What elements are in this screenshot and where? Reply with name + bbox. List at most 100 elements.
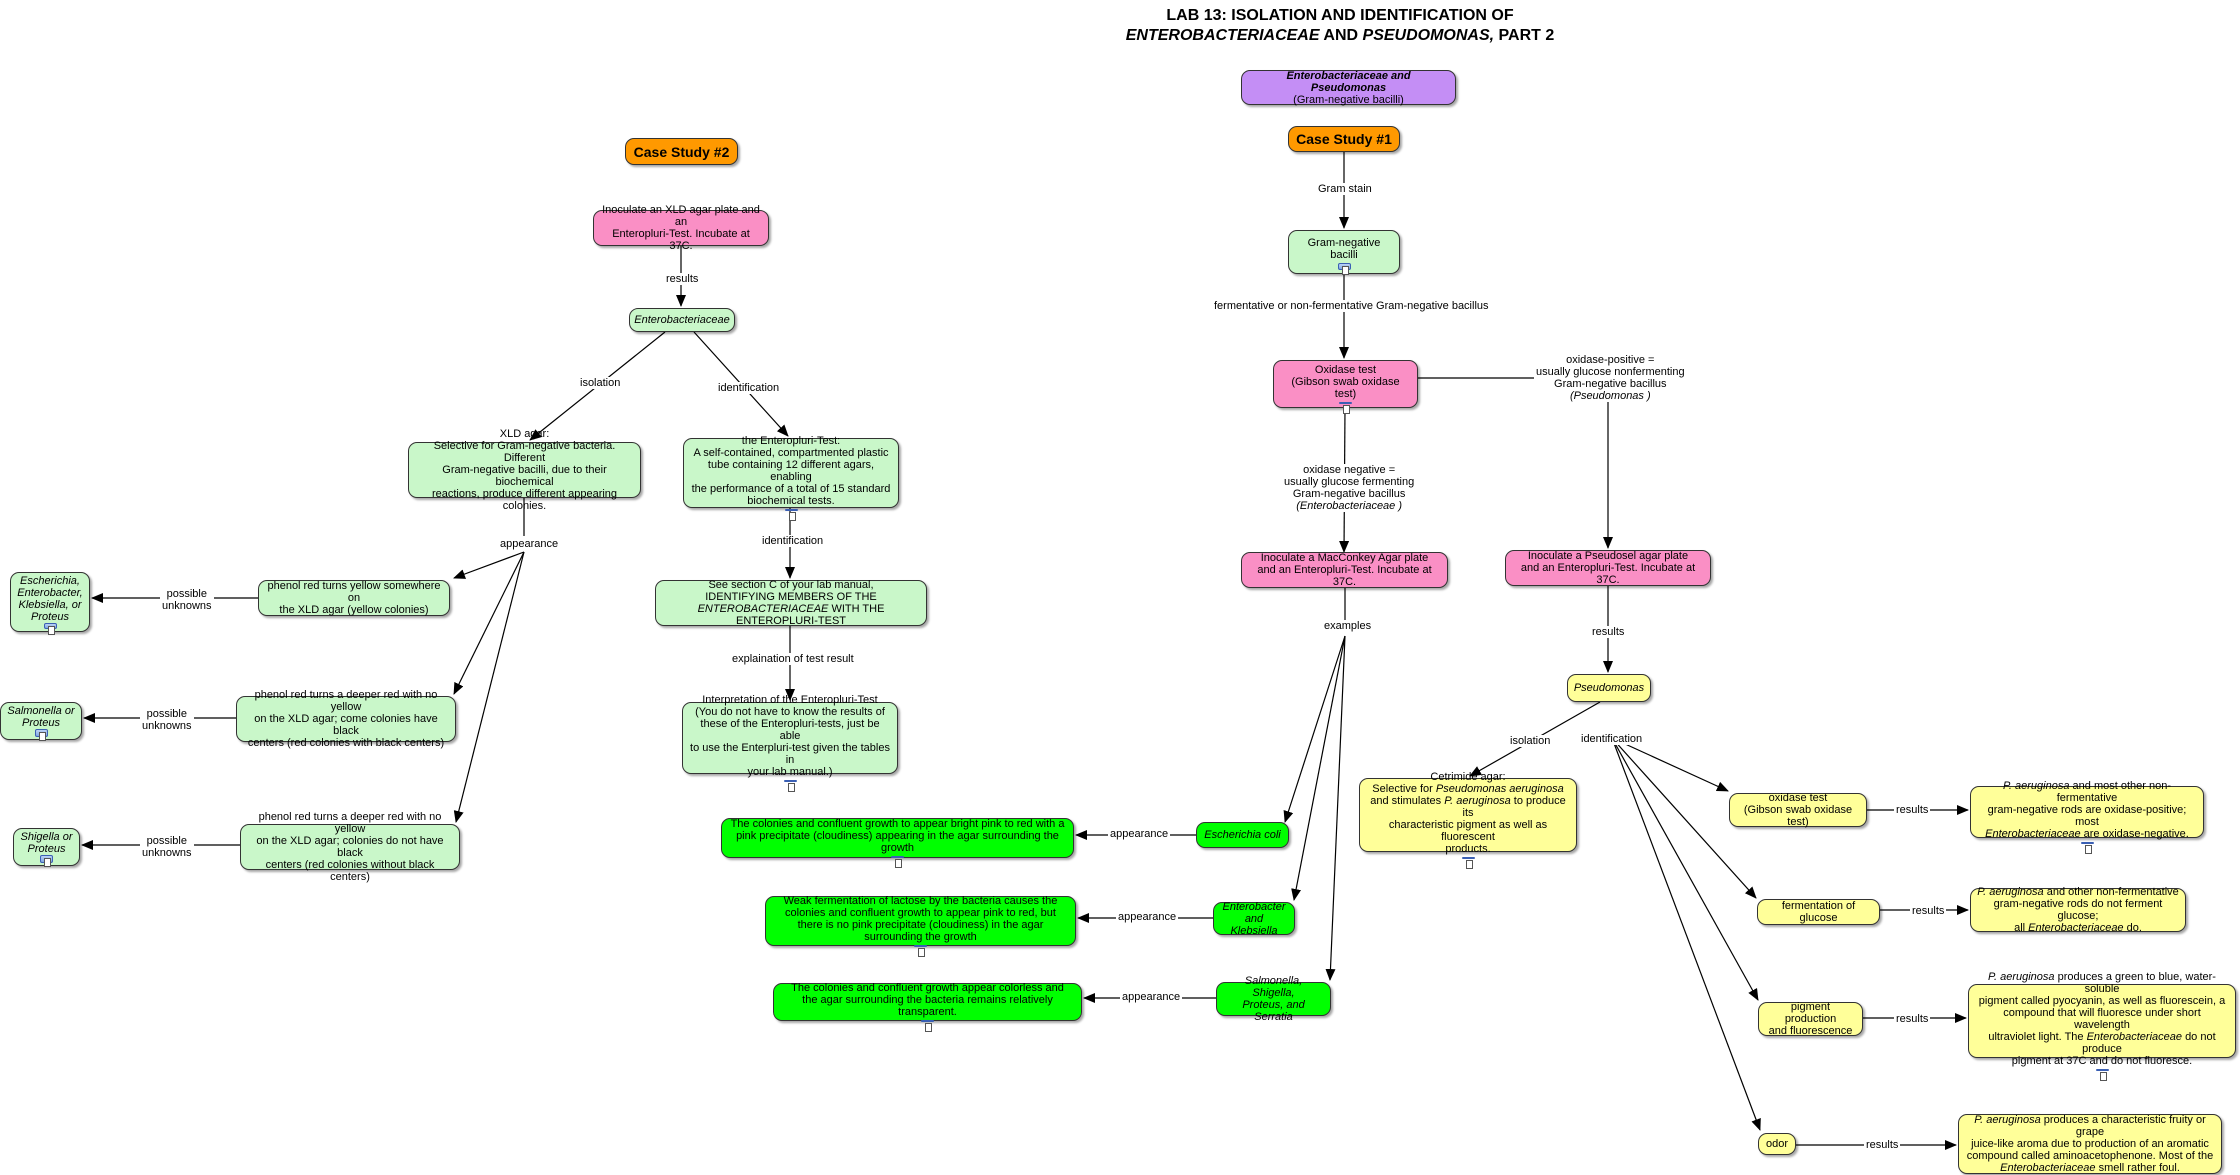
gram-negative-node[interactable]: Gram-negative bacilli bbox=[1288, 230, 1400, 275]
pr-noblack-l3: centers (red colonies without black cent… bbox=[265, 859, 435, 883]
r-ox-l3: Enterobacteriaceae are oxidase-negative. bbox=[1985, 828, 2189, 840]
pigment-l2: and fluorescence bbox=[1768, 1025, 1853, 1037]
document-icon[interactable] bbox=[921, 1020, 934, 1032]
enteropluri-node[interactable]: the Enteropluri-Test: A self-contained, … bbox=[683, 435, 899, 521]
entkleb-growth-node[interactable]: Weak fermentation of lactose by the bact… bbox=[765, 895, 1076, 957]
cetrimide-node[interactable]: Cetrimide agar: Selective for Pseudomona… bbox=[1359, 771, 1577, 869]
interp-l2: (You do not have to know the results of bbox=[695, 706, 885, 718]
document-icon[interactable] bbox=[1339, 402, 1352, 414]
document-icon[interactable] bbox=[891, 856, 904, 868]
document-icon[interactable] bbox=[40, 855, 53, 867]
label-identification-entero: identification bbox=[716, 382, 782, 394]
enteropluri-l3: tube containing 12 different agars, enab… bbox=[707, 459, 875, 483]
result-odor-node[interactable]: P. aeruginosa produces a characteristic … bbox=[1958, 1114, 2222, 1174]
oxidase-test-2-node[interactable]: oxidase test (Gibson swab oxidase test) bbox=[1729, 792, 1867, 828]
pseudomonas-node[interactable]: Pseudomonas bbox=[1567, 674, 1651, 702]
maccon-l2: and an Enteropluri-Test. Incubate at 37C… bbox=[1257, 564, 1432, 588]
unknowns-1-node[interactable]: Escherichia, Enterobacter, Klebsiella, o… bbox=[10, 572, 90, 635]
document-icon[interactable] bbox=[914, 945, 927, 957]
unknowns-3-node[interactable]: Shigella or Proteus bbox=[13, 828, 80, 867]
cetrimide-l1: Cetrimide agar: bbox=[1430, 771, 1506, 783]
edge-appearance-noblack bbox=[453, 551, 525, 823]
result-pigment-node[interactable]: P. aeruginosa produces a green to blue, … bbox=[1968, 971, 2236, 1081]
interp-l5: your lab manual.) bbox=[747, 766, 833, 778]
entkleb-l1: Enterobacter bbox=[1222, 900, 1286, 913]
label-results-ox2: results bbox=[1894, 804, 1931, 816]
title-enterobacteriaceae: ENTEROBACTERIACEAE bbox=[1125, 27, 1320, 44]
enteropluri-l5: biochemical tests. bbox=[747, 495, 835, 507]
root-node[interactable]: Enterobacteriaceae and Pseudomonas (Gram… bbox=[1241, 69, 1456, 106]
pr-black-l1: phenol red turns a deeper red with no ye… bbox=[254, 689, 438, 713]
section-c-l1: See section C of your lab manual, bbox=[708, 579, 874, 591]
document-icon[interactable] bbox=[43, 623, 57, 635]
enterobacteriaceae-label: Enterobacteriaceae bbox=[634, 314, 730, 326]
document-icon[interactable] bbox=[1461, 857, 1475, 869]
title-line-2: ENTEROBACTERIACEAE AND PSEUDOMONAS, PART… bbox=[0, 26, 2240, 46]
interpretation-node[interactable]: Interpretation of the Enteropluri-Test (… bbox=[682, 694, 898, 792]
entkleb-l2: and Klebsiella bbox=[1230, 912, 1278, 937]
document-icon[interactable] bbox=[2095, 1069, 2109, 1081]
edge-appearance-black bbox=[453, 551, 525, 695]
edge-examples-entkleb bbox=[1291, 635, 1346, 901]
edge-pseudomonas-pigment bbox=[1611, 737, 1759, 1001]
unk2-l1: Salmonella or bbox=[7, 705, 75, 717]
inoculate-xld-node[interactable]: Inoculate an XLD agar plate and an Enter… bbox=[593, 204, 769, 252]
ecoli-growth-node[interactable]: The colonies and confluent growth to app… bbox=[721, 818, 1074, 868]
pr-noblack-l1: phenol red turns a deeper red with no ye… bbox=[258, 811, 442, 835]
salm-growth-node[interactable]: The colonies and confluent growth appear… bbox=[773, 982, 1082, 1032]
fermentation-label: fermentation of glucose bbox=[1781, 900, 1856, 924]
r-odor-l3: compound called aminoacetophenone. Most … bbox=[1966, 1150, 2214, 1162]
r-ferm-l3: all Enterobacteriaceae do. bbox=[2014, 922, 2142, 934]
document-icon[interactable] bbox=[1337, 263, 1351, 275]
case-study-2[interactable]: Case Study #2 bbox=[625, 138, 738, 165]
ecoli-node[interactable]: Escherichia coli bbox=[1196, 822, 1289, 848]
enterobacteriaceae-node[interactable]: Enterobacteriaceae bbox=[629, 308, 735, 332]
oxidase-l1: Oxidase test bbox=[1314, 364, 1377, 376]
phenol-red-noblack-node[interactable]: phenol red turns a deeper red with no ye… bbox=[240, 811, 460, 883]
enteropluri-l1: the Enteropluri-Test: bbox=[741, 435, 841, 447]
label-isolation-pseudomonas: isolation bbox=[1508, 735, 1553, 747]
section-c-l2: IDENTIFYING MEMBERS OF THE bbox=[705, 591, 877, 603]
document-icon[interactable] bbox=[34, 729, 48, 741]
pr-yellow-l1: phenol red turns yellow somewhere on bbox=[267, 580, 441, 604]
ox2-l1: oxidase test bbox=[1768, 792, 1828, 804]
maccon-node[interactable]: Inoculate a MacConkey Agar plate and an … bbox=[1241, 552, 1448, 588]
phenol-red-yellow-node[interactable]: phenol red turns yellow somewhere on the… bbox=[258, 580, 450, 616]
salm-l2: Proteus, and Serratia bbox=[1242, 999, 1305, 1023]
odor-node[interactable]: odor bbox=[1758, 1133, 1796, 1155]
title-pseudomonas: PSEUDOMONAS, bbox=[1362, 27, 1495, 44]
unk1-l2: Enterobacter, bbox=[17, 587, 83, 599]
salmonella-node[interactable]: Salmonella, Shigella, Proteus, and Serra… bbox=[1216, 975, 1331, 1023]
phenol-red-black-node[interactable]: phenol red turns a deeper red with no ye… bbox=[236, 689, 456, 749]
label-identification-enteropluri: identification bbox=[760, 535, 826, 547]
title-line-1: LAB 13: ISOLATION AND IDENTIFICATION OF bbox=[1166, 7, 1514, 24]
case-study-2-label: Case Study #2 bbox=[633, 143, 730, 160]
label-appearance-xld: appearance bbox=[498, 538, 561, 550]
interp-l1: Interpretation of the Enteropluri-Test bbox=[702, 694, 878, 706]
document-icon[interactable] bbox=[783, 780, 797, 792]
unknowns-2-node[interactable]: Salmonella or Proteus bbox=[0, 702, 82, 741]
enterobacter-klebsiella-node[interactable]: Enterobacter and Klebsiella bbox=[1213, 900, 1295, 937]
case-study-1[interactable]: Case Study #1 bbox=[1288, 126, 1400, 152]
xld-l2: Selective for Gram-negative bacteria. Di… bbox=[433, 440, 616, 464]
r-odor-l2: juice-like aroma due to production of an… bbox=[1971, 1138, 2209, 1150]
enteropluri-l4: the performance of a total of 15 standar… bbox=[691, 483, 891, 495]
oxidase-test-node[interactable]: Oxidase test (Gibson swab oxidase test) bbox=[1273, 360, 1418, 414]
r-pig-l5: pigment at 37C and do not fluoresce. bbox=[2011, 1055, 2193, 1067]
result-oxidase-node[interactable]: P. aeruginosa and most other non-ferment… bbox=[1970, 780, 2204, 854]
oxidase-l2: (Gibson swab oxidase test) bbox=[1291, 376, 1400, 400]
cetrimide-l5: products. bbox=[1445, 843, 1491, 855]
fermentation-node[interactable]: fermentation of glucose bbox=[1757, 899, 1880, 925]
pseudosel-node[interactable]: Inoculate a Pseudosel agar plate and an … bbox=[1505, 550, 1711, 586]
document-icon[interactable] bbox=[2080, 842, 2094, 854]
result-fermentation-node[interactable]: P. aeruginosa and other non-fermentative… bbox=[1970, 886, 2186, 934]
document-icon[interactable] bbox=[784, 509, 798, 521]
root-name: Enterobacteriaceae and Pseudomonas bbox=[1286, 69, 1411, 94]
xld-agar-node[interactable]: XLD agar: Selective for Gram-negative ba… bbox=[408, 428, 641, 512]
label-results-ferm: results bbox=[1910, 905, 1947, 917]
section-c-node[interactable]: See section C of your lab manual, IDENTI… bbox=[655, 579, 927, 627]
pigment-node[interactable]: pigment production and fluorescence bbox=[1758, 1001, 1863, 1037]
pseudosel-l2: and an Enteropluri-Test. Incubate at 37C… bbox=[1520, 562, 1696, 586]
label-gram-stain: Gram stain bbox=[1316, 183, 1374, 195]
pr-noblack-l2: on the XLD agar; colonies do not have bl… bbox=[256, 835, 444, 859]
